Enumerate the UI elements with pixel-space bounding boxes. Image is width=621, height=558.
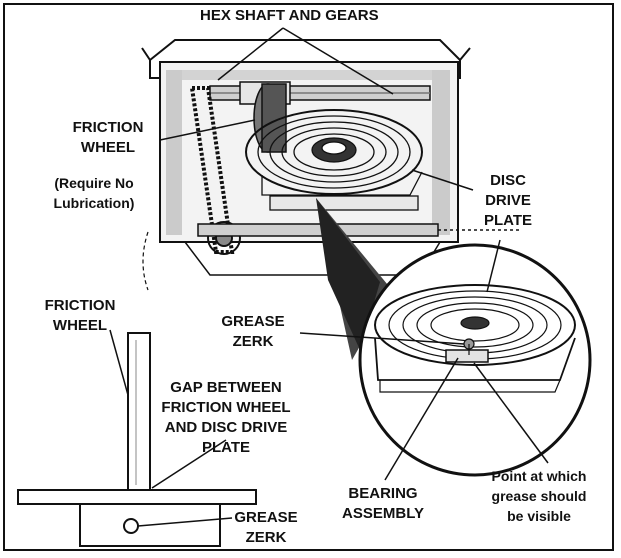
label-friction-wheel-top: FRICTION WHEEL — [72, 119, 144, 156]
disc-drive-plate — [245, 109, 423, 211]
label-disc-drive-plate: DISC DRIVE PLATE — [483, 172, 533, 229]
detail-circle — [358, 243, 592, 477]
label-bearing-assembly: BEARING ASSEMBLY — [342, 485, 424, 522]
tire-outline — [142, 231, 149, 291]
diagram-border — [3, 3, 614, 551]
label-gap-between-friction-wheel-and-disc-plate: GAP BETWEEN FRICTION WHEEL AND DISC DRIV… — [161, 379, 291, 456]
lower-shaft — [197, 223, 520, 237]
label-hex-shaft-and-gears: HEX SHAFT AND GEARS — [200, 7, 379, 24]
label-grease-zerk-detail: GREASE ZERK — [221, 313, 285, 350]
label-friction-wheel-side: FRICTION WHEEL — [44, 297, 116, 334]
leader-lines — [109, 27, 549, 527]
hex-shaft — [209, 81, 431, 105]
label-grease-zerk-side: GREASE ZERK — [234, 509, 298, 546]
housing-texture — [166, 70, 450, 235]
label-require-no-lubrication: (Require No Lubrication) — [53, 175, 135, 211]
label-grease-visible-point: Point at which grease should be visible — [491, 468, 587, 524]
